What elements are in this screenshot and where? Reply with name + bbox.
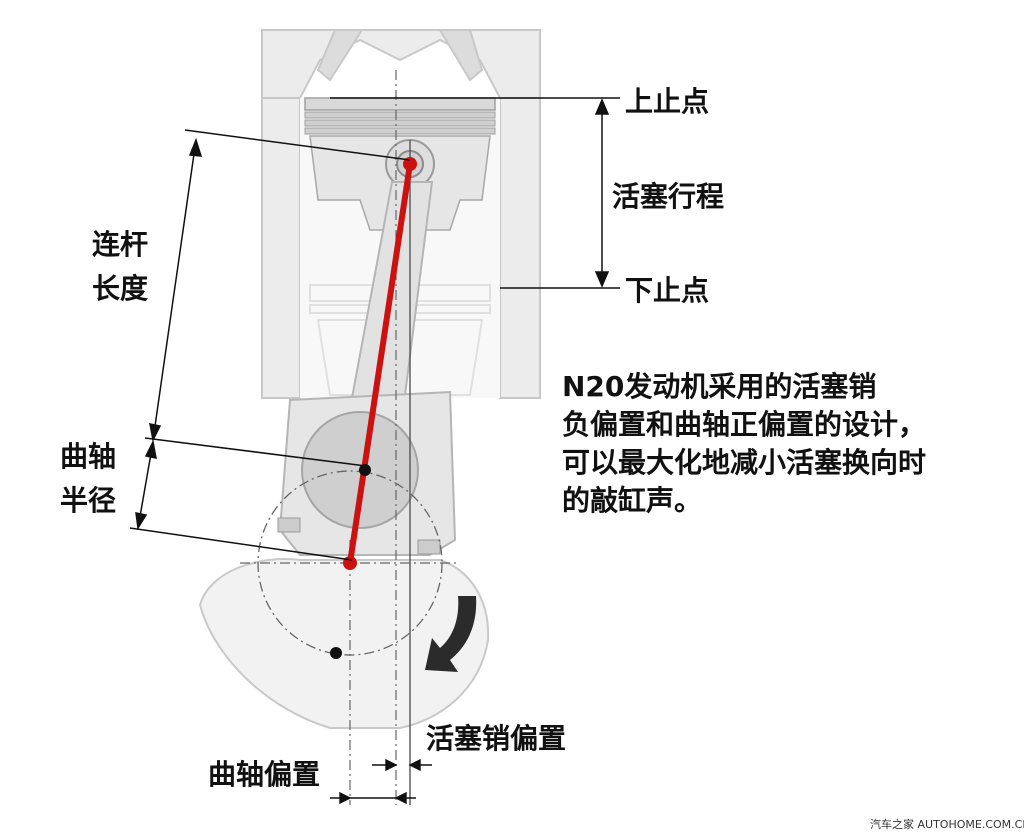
description-line: 负偏置和曲轴正偏置的设计， [562, 408, 927, 441]
cylinder-head [261, 29, 541, 99]
crank-radius-label-line2: 半径 [60, 484, 116, 517]
rod-length-dimension [144, 129, 411, 467]
counterweight-point [330, 647, 342, 659]
pin-offset-label: 活塞销偏置 [426, 722, 566, 755]
bdc-label: 下止点 [625, 274, 709, 307]
rotation-arrow-icon [425, 596, 477, 672]
crank-axis-point [359, 464, 371, 476]
description-text: N20发动机采用的活塞销 负偏置和曲轴正偏置的设计， 可以最大化地减小活塞换向时… [562, 368, 1012, 520]
description-line: 可以最大化地减小活塞换向时 [562, 446, 927, 479]
description-line: N20发动机采用的活塞销 [562, 370, 877, 403]
rod-length-label-line1: 连杆 [92, 228, 148, 261]
watermark: 汽车之家 AUTOHOME.COM.CN [870, 817, 1024, 831]
crank-radius-dimension [129, 439, 353, 561]
stroke-label: 活塞行程 [612, 180, 724, 213]
crank-offset-dimension [330, 791, 416, 805]
rod-length-label-line2: 长度 [92, 272, 148, 305]
piston-pin-point [403, 157, 417, 171]
crank-counterweight [198, 558, 490, 729]
crank-offset-label: 曲轴偏置 [208, 758, 320, 791]
tdc-label: 上止点 [625, 85, 709, 118]
description-line: 的敲缸声。 [562, 484, 703, 517]
crank-pin-point [343, 556, 357, 570]
stroke-dimension [330, 97, 620, 289]
pin-offset-dimension [372, 758, 432, 772]
crank-radius-label-line1: 曲轴 [60, 440, 116, 473]
